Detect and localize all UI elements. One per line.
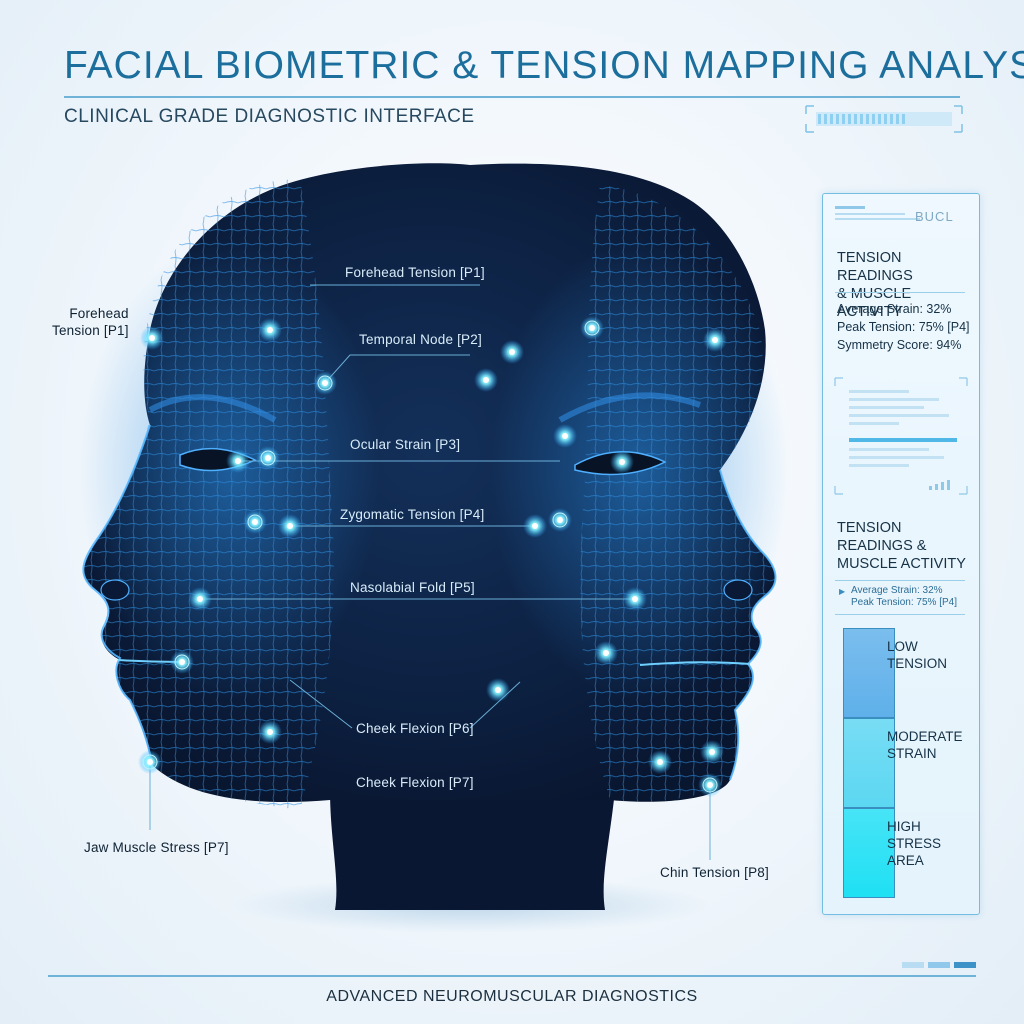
tension-node (709, 749, 715, 755)
tension-node (267, 729, 273, 735)
tension-node (287, 523, 293, 529)
tension-node (265, 455, 271, 461)
panel-code: BUCL (915, 209, 954, 224)
tension-node (483, 377, 489, 383)
label-cheek-flexion-p6: Cheek Flexion [P6] (356, 721, 474, 736)
tension-node (197, 596, 203, 602)
label-chin-tension: Chin Tension [P8] (660, 865, 769, 880)
arrow-right-icon: ▶ (839, 587, 846, 596)
tension-node (712, 337, 718, 343)
legend-swatch (843, 718, 895, 808)
tension-node (252, 519, 258, 525)
label-cheek-flexion-p7: Cheek Flexion [P7] (356, 775, 474, 790)
tension-node (632, 596, 638, 602)
tension-node-ring (702, 777, 718, 793)
tension-node (509, 349, 515, 355)
tension-node (557, 517, 563, 523)
small-reading-peak-tension: Peak Tension: 75% [P4] (851, 597, 957, 608)
legend-label: LOW TENSION (887, 639, 948, 671)
footer-progress-icon (902, 962, 976, 968)
panel-divider (835, 292, 965, 293)
tension-readings-panel: BUCL TENSION READINGS & MUSCLE ACTIVITY … (822, 193, 980, 915)
small-reading-average-strain: Average Strain: 32% (851, 585, 943, 596)
panel-divider-3 (835, 614, 965, 615)
panel-bars-deco-icon (834, 377, 968, 495)
label-temporal-node: Temporal Node [P2] (359, 332, 482, 347)
header-gauge-icon (805, 105, 963, 133)
page-subtitle: CLINICAL GRADE DIAGNOSTIC INTERFACE (64, 106, 475, 127)
tension-node (322, 380, 328, 386)
tension-node (235, 458, 241, 464)
page-title: FACIAL BIOMETRIC & TENSION MAPPING ANALY… (64, 44, 1024, 87)
tension-node (619, 459, 625, 465)
legend-label: HIGH STRESS AREA (887, 819, 942, 868)
label-nasolabial-fold: Nasolabial Fold [P5] (350, 580, 475, 595)
tension-node-ring (260, 450, 276, 466)
panel-divider-2 (835, 580, 965, 581)
tension-node (495, 687, 501, 693)
tension-node (179, 659, 185, 665)
label-forehead-tension: Forehead Tension [P1] (345, 265, 485, 280)
tension-node-ring (142, 754, 158, 770)
legend-swatch (843, 808, 895, 898)
legend-swatch (843, 628, 895, 718)
label-zygomatic-tension: Zygomatic Tension [P4] (340, 507, 485, 522)
tension-node (147, 759, 153, 765)
panel-heading-secondary: TENSION READINGS & MUSCLE ACTIVITY (837, 520, 966, 572)
panel-header-deco-icon (835, 206, 920, 220)
tension-node-ring (552, 512, 568, 528)
reading-symmetry-score: Symmetry Score: 94% (837, 338, 962, 352)
tension-node (603, 650, 609, 656)
tension-node (149, 335, 155, 341)
tension-node-ring (317, 375, 333, 391)
footer-divider (48, 975, 976, 977)
label-jaw-muscle-stress: Jaw Muscle Stress [P7] (84, 840, 229, 855)
tension-node (589, 325, 595, 331)
tension-node (267, 327, 273, 333)
reading-average-strain: Average Strain: 32% (837, 302, 952, 316)
tension-node (562, 433, 568, 439)
tension-node (707, 782, 713, 788)
panel-heading: TENSION READINGS & MUSCLE ACTIVITY (837, 250, 913, 320)
label-forehead-left: Forehead Tension [P1] (52, 306, 129, 338)
legend-label: MODERATE STRAIN (887, 729, 963, 761)
tension-node (532, 523, 538, 529)
tension-node (657, 759, 663, 765)
footer-caption: ADVANCED NEUROMUSCULAR DIAGNOSTICS (326, 988, 698, 1005)
tension-node-ring (174, 654, 190, 670)
tension-node-ring (584, 320, 600, 336)
label-ocular-strain: Ocular Strain [P3] (350, 437, 461, 452)
title-divider (64, 96, 960, 98)
reading-peak-tension: Peak Tension: 75% [P4] (837, 320, 970, 334)
tension-node-ring (247, 514, 263, 530)
